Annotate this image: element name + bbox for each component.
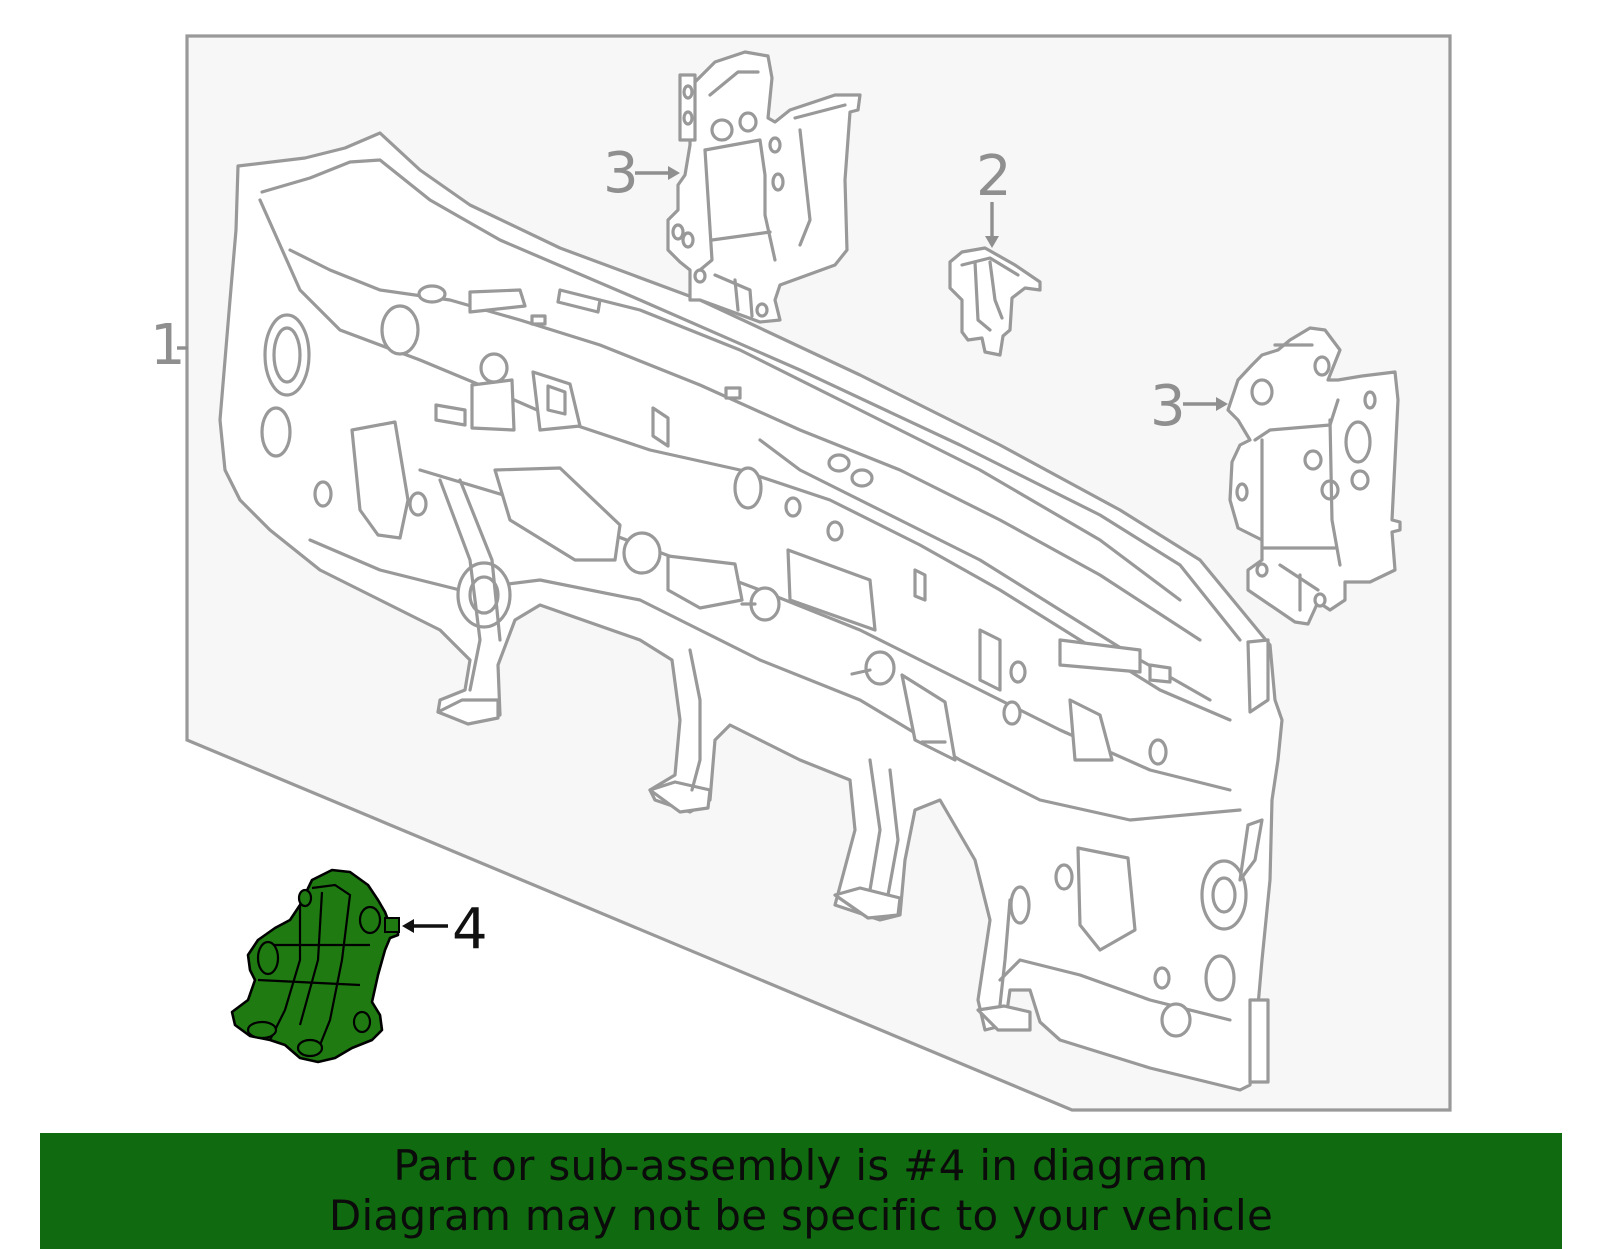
rear-body-panel (218, 131, 1284, 1092)
highlighted-bracket-part-4[interactable] (230, 868, 400, 1064)
arrowhead-2 (985, 236, 999, 248)
info-banner: Part or sub-assembly is #4 in diagram Di… (40, 1133, 1562, 1249)
arrowhead-3-upper (668, 166, 680, 180)
clip-part (948, 246, 1042, 357)
callout-3-lower: 3 (1150, 374, 1186, 439)
bracket-upper (666, 50, 862, 324)
arrowhead-4 (402, 919, 414, 933)
callout-2: 2 (976, 144, 1012, 209)
bracket-lower (1226, 326, 1402, 626)
callout-1: 1 (150, 313, 186, 378)
banner-line-part-number: Part or sub-assembly is #4 in diagram (393, 1141, 1209, 1190)
callout-3-upper: 3 (603, 141, 639, 206)
callout-4[interactable]: 4 (452, 897, 488, 962)
banner-line-disclaimer: Diagram may not be specific to your vehi… (328, 1191, 1274, 1240)
arrowhead-3-lower (1216, 397, 1228, 411)
